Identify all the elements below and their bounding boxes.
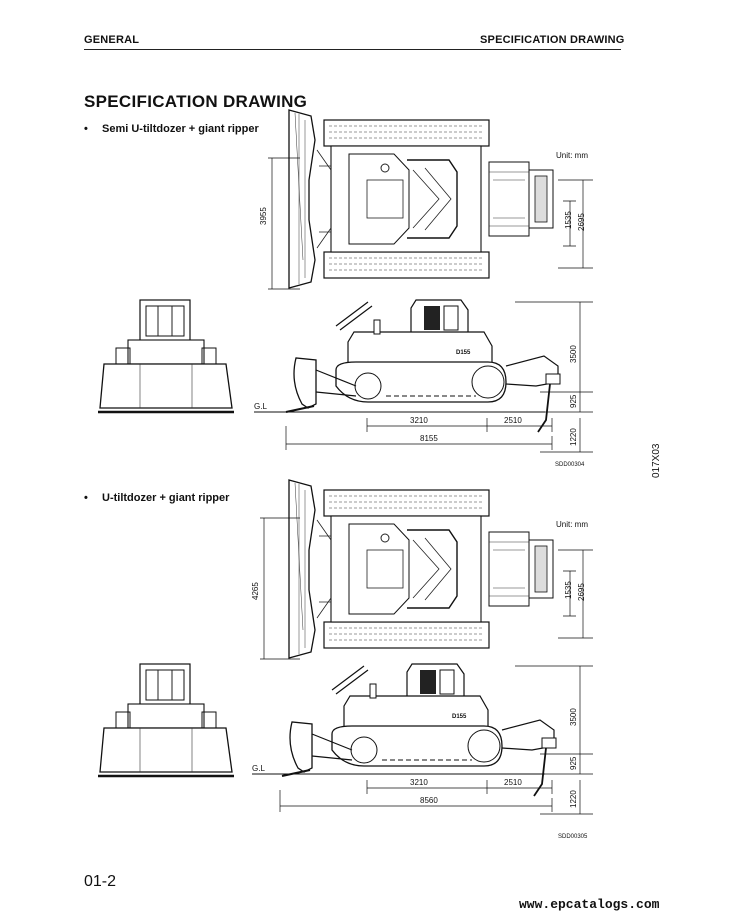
figure2-dim-track-width: 2695 <box>577 583 586 601</box>
figure1-caption: • Semi U-tiltdozer + giant ripper <box>84 123 259 135</box>
figure2-caption: • U-tiltdozer + giant ripper <box>84 492 229 504</box>
figure2-dim-ripper: 2510 <box>504 778 522 787</box>
figure1-dim-tumbler: 3210 <box>410 416 428 425</box>
figure1-dim-clearance: 925 <box>569 394 578 408</box>
figure2-side-view <box>281 663 557 797</box>
figure1-drawing-code: SDD00304 <box>555 462 585 468</box>
figure1-dim-height: 3500 <box>569 345 578 363</box>
figure1-dim-width: 3955 <box>259 207 268 225</box>
figure2-dim-track-gauge: 1535 <box>564 581 573 599</box>
figure2-dim-tumbler: 3210 <box>410 778 428 787</box>
footer-url[interactable]: www.epcatalogs.com <box>519 897 660 912</box>
figure2-dimension-lines <box>252 517 593 815</box>
figure2-unit: Unit: mm <box>556 520 588 529</box>
figure2-drawing-code: SDD00305 <box>558 834 588 840</box>
header-section-label: GENERAL <box>84 34 140 46</box>
figure2-dim-clearance: 925 <box>569 756 578 770</box>
header-rule <box>84 49 621 50</box>
figure1-caption-text: Semi U-tiltdozer + giant ripper <box>102 123 259 135</box>
figure2-caption-text: U-tiltdozer + giant ripper <box>102 492 230 504</box>
figure2-top-view <box>288 479 554 659</box>
figure2-front-view <box>96 662 236 778</box>
figure2-ground-line-label: G.L <box>252 764 265 773</box>
page-title: SPECIFICATION DRAWING <box>84 92 308 111</box>
figure1-unit: Unit: mm <box>556 151 588 160</box>
figure1-dim-track-width: 2695 <box>577 213 586 231</box>
figure2-dim-length: 8560 <box>420 796 438 805</box>
header-page-topic: SPECIFICATION DRAWING <box>480 34 625 46</box>
bullet: • <box>84 123 88 135</box>
figure2-dim-width: 4265 <box>251 582 260 600</box>
figure1-dim-length: 8155 <box>420 434 438 443</box>
figure1-front-view <box>96 298 236 414</box>
figure2-dim-height: 3500 <box>569 708 578 726</box>
figure1-dimension-lines <box>254 157 593 453</box>
figure1-dim-ripper-depth: 1220 <box>569 428 578 446</box>
figure1-ground-line-label: G.L <box>254 402 267 411</box>
figure1-dim-track-gauge: 1535 <box>564 211 573 229</box>
figure1-top-view <box>288 109 554 289</box>
page-number: 01-2 <box>84 873 117 890</box>
figure2-dim-ripper-depth: 1220 <box>569 790 578 808</box>
figure1-dim-ripper: 2510 <box>504 416 522 425</box>
bullet: • <box>84 492 88 504</box>
